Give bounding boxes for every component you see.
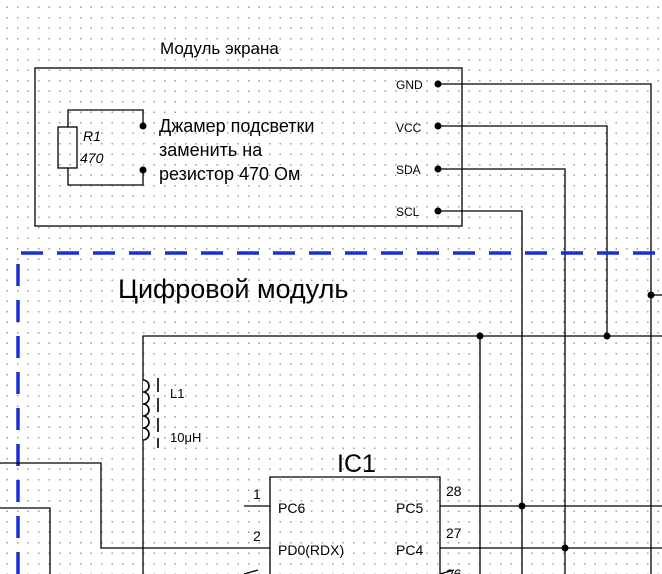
junction-sda-pc4 — [561, 544, 569, 552]
ic1-pin-2-name: PD0(RDX) — [278, 542, 344, 558]
jumper-note-line-1: Джамер подсветки — [159, 116, 314, 136]
power-rail-wire — [142, 335, 662, 574]
jumper-note-line-2: заменить на — [159, 140, 263, 160]
wire-left-lower — [0, 507, 51, 574]
pin-label-sda: SDA — [396, 163, 421, 177]
ic1-pin-2-number: 2 — [253, 528, 261, 544]
pin-label-scl: SCL — [396, 205, 420, 219]
inductor-l1-value: 10μH — [170, 430, 201, 445]
pin-label-vcc: VCC — [396, 121, 422, 135]
display-module-title: Модуль экрана — [160, 39, 279, 58]
junction-scl-pc5 — [518, 502, 526, 510]
resistor-r1-bottom-wire — [67, 168, 144, 186]
junction-power-left — [476, 332, 484, 340]
wire-sda — [438, 168, 566, 574]
ic1-pin-27-name: PC4 — [396, 542, 423, 558]
wire-pin26-stub — [439, 569, 455, 574]
ic1-designator: IC1 — [337, 450, 376, 478]
jumper-pin-bottom — [139, 166, 147, 174]
wire-rx — [0, 462, 270, 549]
resistor-r1-value: 470 — [80, 150, 104, 166]
jumper-pin-top — [139, 122, 147, 130]
jumper-note-line-3: резистор 470 Ом — [159, 164, 300, 184]
digital-module-title: Цифровой модуль — [118, 274, 348, 304]
resistor-r1-symbol — [57, 126, 78, 169]
resistor-r1-top-wire — [67, 109, 144, 127]
junction-gnd — [647, 291, 655, 299]
pin-label-gnd: GND — [396, 78, 423, 92]
ic1-body — [269, 476, 441, 574]
wire-scl — [438, 210, 523, 574]
inductor-l1-symbol — [142, 379, 150, 441]
ic1-pin-1-number: 1 — [253, 486, 261, 502]
ic1-pin-27-number: 27 — [446, 525, 462, 541]
wire-gnd — [438, 83, 652, 574]
wire-vcc — [438, 125, 608, 336]
junction-power-vcc — [603, 332, 611, 340]
resistor-r1-designator: R1 — [83, 128, 101, 144]
ic1-pin-28-name: PC5 — [396, 500, 423, 516]
ic1-pin-1-name: PC6 — [278, 500, 305, 516]
ic1-pin-28-number: 28 — [446, 483, 462, 499]
display-module-box — [34, 67, 463, 227]
inductor-l1-designator: L1 — [170, 386, 184, 401]
wire-pin3-stub — [243, 569, 259, 574]
